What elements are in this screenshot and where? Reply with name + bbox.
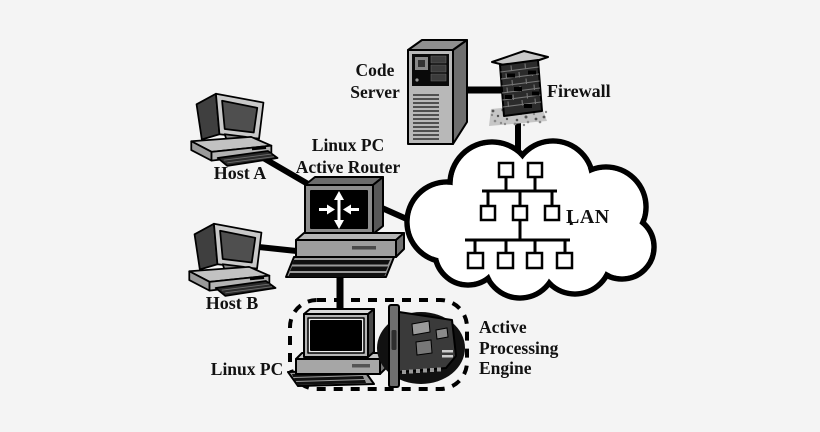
engine-dashed-box: [288, 298, 469, 391]
linux-pc-label: Linux PC: [210, 359, 284, 379]
host-b-label: Host B: [205, 293, 259, 313]
processing-engine-label: Active Processing Engine: [479, 317, 559, 379]
host-b-icon: [188, 222, 277, 298]
active-router-icon: [285, 176, 405, 278]
firewall-icon: [489, 50, 549, 127]
processing-card-icon: [377, 304, 465, 388]
host-a-icon: [190, 92, 279, 168]
active-router-label: Linux PC Active Router: [295, 135, 401, 178]
routing-arrows-icon: [319, 191, 359, 229]
firewall-label: Firewall: [547, 81, 611, 101]
lan-label: LAN: [566, 206, 610, 228]
host-a-label: Host A: [213, 163, 267, 183]
linux-pc-icon: [287, 308, 387, 387]
code-server-icon: [407, 39, 468, 145]
code-server-label: Code Server: [350, 60, 400, 102]
lan-tree-topology: [465, 161, 574, 270]
